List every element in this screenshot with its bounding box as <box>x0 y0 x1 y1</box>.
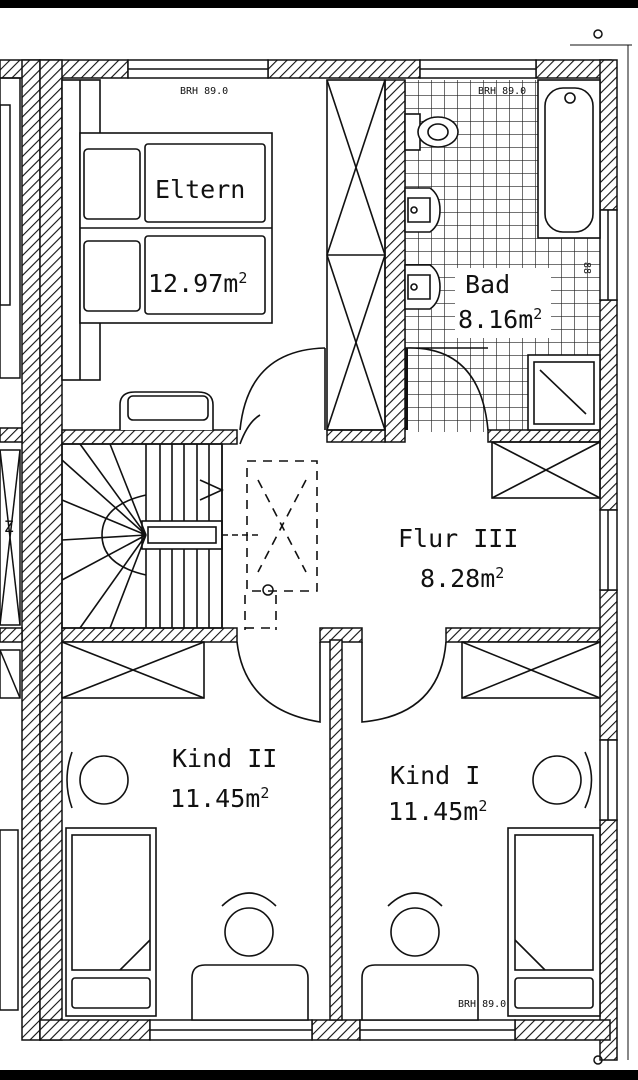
kind2-furniture <box>61 641 309 1021</box>
flur-area: 8.28m2 <box>420 564 504 593</box>
brh-note-top-right: BRH 89.0 <box>478 86 526 97</box>
frame-top <box>0 0 638 8</box>
kind2-area: 11.45m2 <box>170 784 269 813</box>
ladder-pivot <box>262 584 274 596</box>
kind1-label: Kind I <box>390 761 480 790</box>
eltern-area: 12.97m2 <box>148 269 247 298</box>
eltern-wardrobe <box>326 79 386 431</box>
staircase <box>61 443 262 629</box>
neighbour-unit <box>0 77 21 1011</box>
brh-note-bottom-right: BRH 89.0 <box>458 999 506 1010</box>
flur-doors <box>236 347 447 723</box>
eltern-furniture <box>61 79 273 430</box>
bad-fixtures <box>404 79 601 431</box>
brh-note-top-left: BRH 89.0 <box>180 86 228 97</box>
kind2-label: Kind II <box>172 744 277 773</box>
eltern-label: Eltern <box>155 175 245 204</box>
bad-area: 8.16m2 <box>458 305 542 334</box>
windows <box>127 29 632 1065</box>
neighbour-stair-label: Z <box>4 517 14 536</box>
brh-note-side: 88 <box>581 262 592 274</box>
kind1-furniture <box>361 641 601 1021</box>
attic-hatch <box>244 460 318 630</box>
bad-door-swing <box>404 347 489 431</box>
bad-label-bg <box>455 268 551 338</box>
bad-label: Bad <box>465 270 510 299</box>
flur-wardrobe <box>491 441 601 499</box>
walls <box>0 59 618 1061</box>
frame-bottom <box>0 1070 638 1080</box>
flur-label: Flur III <box>398 524 518 553</box>
kind1-area: 11.45m2 <box>388 797 487 826</box>
